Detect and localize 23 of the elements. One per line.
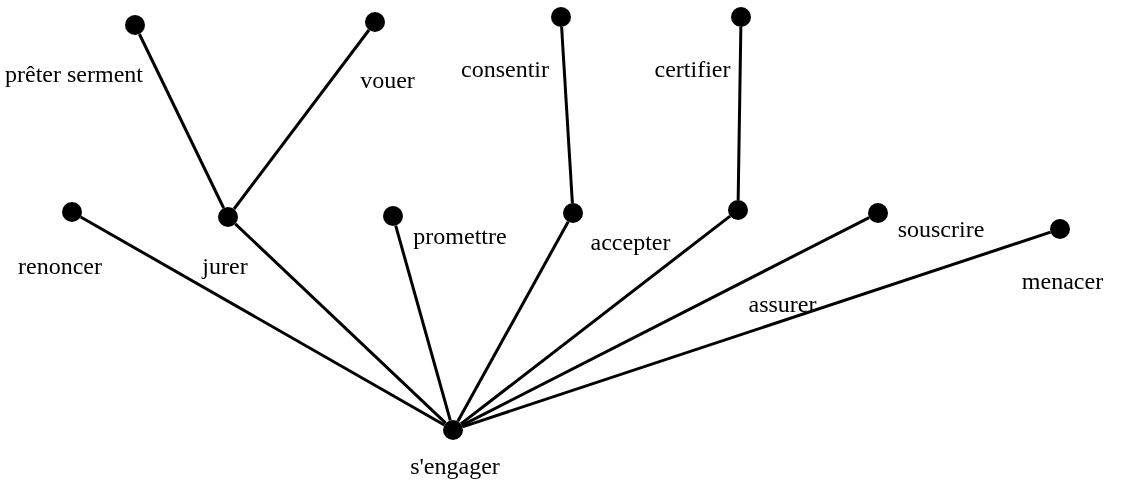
node-label: jurer [200, 252, 249, 280]
node-label: vouer [359, 66, 416, 94]
node-label: souscrire [896, 215, 986, 243]
node-label: s'engager [409, 452, 501, 480]
connector-line [462, 230, 1051, 429]
connector-line [461, 216, 870, 427]
node-label: prêter serment [4, 60, 144, 88]
connector-line [138, 33, 225, 209]
node-label: promettre [412, 222, 508, 250]
node-label: assurer [747, 290, 818, 318]
connector-line [736, 26, 743, 201]
connector-line [560, 26, 574, 204]
connector-line [456, 221, 570, 422]
node-label: consentir [460, 55, 550, 83]
node-label: renoncer [17, 252, 103, 280]
node-label: menacer [1020, 267, 1105, 295]
connector-line [79, 215, 446, 427]
node-label: certifier [653, 55, 732, 83]
connector-line [394, 225, 452, 421]
connector-line [234, 222, 447, 425]
connector-line [232, 29, 371, 210]
node-label: accepter [589, 228, 672, 256]
connector-line [460, 214, 731, 426]
